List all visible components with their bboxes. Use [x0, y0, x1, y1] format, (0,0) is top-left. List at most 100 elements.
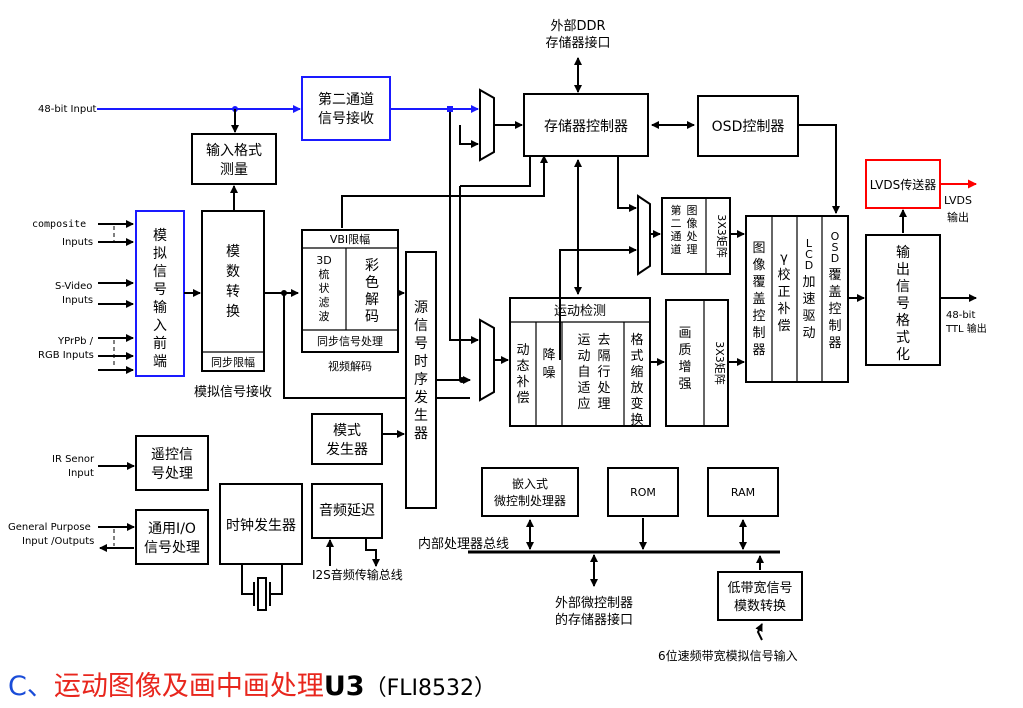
scaler-label: 格式缩放变换 [630, 332, 643, 428]
input-format-measure-block [191, 133, 277, 185]
low-bw-input-label: 6位速频带宽模拟信号输入 [658, 648, 798, 663]
clock-generator-block [219, 483, 303, 565]
overlay-control-label: 图像覆盖控制器 [752, 241, 765, 358]
svideo-label-2: Inputs [62, 295, 93, 306]
second-channel-label-2: 信号接收 [318, 110, 374, 127]
junction-square [447, 106, 453, 112]
clock-generator-label: 时钟发生器 [226, 517, 296, 534]
caption-model: （FLI8532） [364, 676, 496, 701]
audio-delay-label: 音频延迟 [319, 502, 375, 519]
adc-sync-label: 同步限幅 [211, 356, 255, 369]
second-image-label-a: 第二通道 [671, 203, 682, 256]
wire-upper-mux-in2 [459, 125, 479, 148]
internal-bus-label: 内部处理器总线 [418, 536, 509, 552]
source-timing-label: 源信号时序发生器 [414, 300, 428, 442]
quality-enhance-label: 画质增强 [678, 326, 691, 392]
mcu-label-2: 微控制处理器 [494, 494, 566, 508]
osd-controller-block [697, 95, 799, 157]
motion-detect-label: 运动检测 [554, 304, 606, 319]
mcu-label-1: 嵌入式 [512, 477, 548, 491]
wire-to-second-mux [559, 246, 637, 360]
rom-label: ROM [630, 486, 656, 499]
crystal-wire [270, 564, 283, 595]
video-decode-label: 视频解码 [328, 359, 372, 373]
gpio-label-2: Input /Outputs [22, 536, 94, 547]
low-bw-label-2: 模数转换 [734, 599, 786, 614]
ttl-out-label-1: 48-bit [946, 310, 975, 321]
ttl-out-label-2: TTL 输出 [945, 322, 987, 335]
second-image-mux [637, 194, 651, 276]
wire-i2s-out [365, 538, 380, 567]
ir-input-label-2: Input [68, 468, 94, 479]
composite-inputs-label: Inputs [62, 237, 93, 248]
input-format-label-1: 输入格式 [206, 143, 262, 159]
lower-mux [479, 318, 495, 402]
ext-mcu-label-1: 外部微控制器 [555, 596, 633, 611]
crystal-icon [257, 577, 267, 611]
ypbpr-label-2: RGB Inputs [38, 350, 94, 361]
input-format-label-2: 测量 [220, 162, 248, 178]
caption-prefix: C、 [8, 671, 54, 702]
ext-mcu-label-2: 的存储器接口 [555, 612, 633, 628]
deinterlace-label-a: 运动自适应 [577, 333, 590, 412]
ext-ddr-label-1: 外部DDR [550, 19, 605, 34]
gpio-process-label-1: 通用I/O [148, 521, 196, 537]
audio-delay-block [311, 483, 383, 539]
deinterlace-label-b: 去隔行处理 [597, 333, 610, 412]
ir-process-label-1: 遥控信 [151, 447, 193, 463]
ir-input-label-1: IR Senor [52, 454, 95, 465]
mcu-block [481, 467, 579, 517]
lvds-out-label-2: 输出 [947, 210, 969, 224]
composite-label: composite [32, 219, 86, 230]
gpio-label-1: General Purpose [8, 522, 91, 533]
motion-processing-block [509, 297, 651, 427]
second-image-label-b: 图像处理 [687, 204, 698, 256]
ext-ddr-label-2: 存储器接口 [545, 35, 610, 51]
caption-chip: U3 [323, 671, 365, 702]
output-format-block [865, 234, 941, 366]
adc-block [201, 210, 265, 372]
video-decoder-block [301, 229, 399, 353]
matrix-upper-label: 3X3矩阵 [715, 214, 729, 258]
wire-low-bw-in [755, 623, 763, 641]
caption-title: 运动图像及画中画处理 [53, 671, 324, 702]
wire-vbi-to-memctrl [341, 155, 548, 228]
lvds-out-label-1: LVDS [944, 194, 972, 207]
wire-memctrl-feedback [460, 156, 531, 187]
pattern-generator-block [311, 413, 383, 465]
wire-second-to-lower-mux [449, 112, 479, 344]
lvds-transmitter-label: LVDS传送器 [870, 177, 936, 192]
ram-block [707, 467, 779, 517]
second-channel-receive-block [301, 76, 391, 141]
upper-mux [479, 88, 495, 162]
ram-label: RAM [731, 486, 755, 499]
second-channel-label-1: 第二通道 [318, 91, 374, 108]
gpio-process-block [135, 509, 209, 565]
ypbpr-label-1: YPrPb / [57, 336, 94, 347]
color-decode-label: 彩色解码 [365, 258, 379, 325]
crystal-wire [241, 564, 254, 595]
output-format-label: 输出信号格式化 [896, 245, 910, 363]
osd-controller-label: OSD控制器 [712, 119, 785, 135]
motion-comp-label: 动态补偿 [516, 343, 529, 406]
input-48bit-label: 48-bit Input [38, 104, 97, 115]
memory-controller-block [523, 93, 649, 157]
svideo-label-1: S-Video [55, 281, 92, 292]
rom-block [607, 467, 679, 517]
sync-process-label: 同步信号处理 [317, 335, 383, 348]
wire-memctrl-to-second-mux [617, 156, 637, 212]
pattern-gen-label-2: 发生器 [326, 442, 368, 458]
analog-receive-label: 模拟信号接收 [194, 384, 272, 400]
adc-label: 模数转换 [226, 244, 240, 320]
i2s-bus-label: I2S音频传输总线 [312, 567, 403, 582]
diagram-caption: C、运动图像及画中画处理U3（FLI8532） [8, 664, 496, 703]
ir-process-label-2: 号处理 [151, 466, 193, 482]
vbi-label: VBI限幅 [330, 233, 370, 246]
matrix-lower-label: 3X3矩阵 [713, 341, 727, 385]
low-bw-label-1: 低带宽信号 [727, 580, 792, 596]
